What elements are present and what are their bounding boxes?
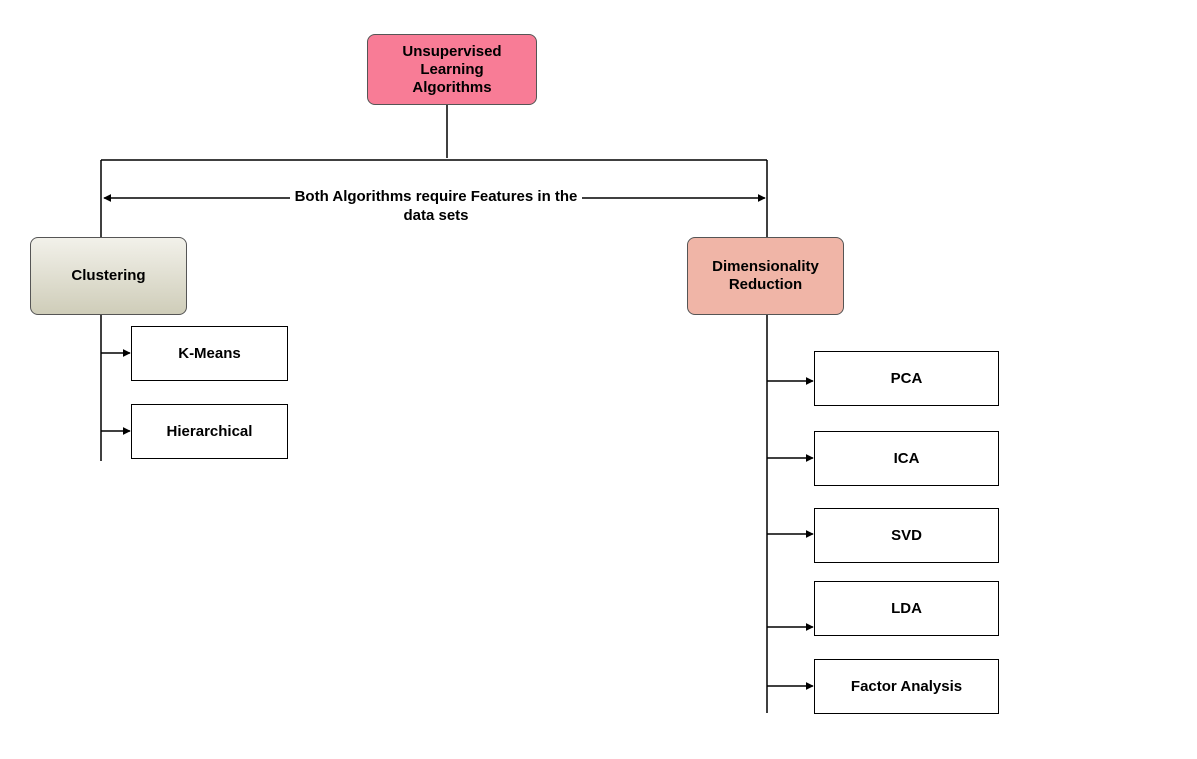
leaf-pca: PCA (814, 351, 999, 406)
leaf-label: PCA (890, 369, 923, 387)
leaf-label: Hierarchical (166, 422, 253, 440)
clustering-label: Clustering (71, 267, 146, 284)
leaf-hierarchical: Hierarchical (131, 404, 288, 459)
leaf-kmeans: K-Means (131, 326, 288, 381)
leaf-factor-analysis: Factor Analysis (814, 659, 999, 714)
dimensionality-reduction-node: Dimensionality Reduction (687, 237, 844, 315)
leaf-label: K-Means (178, 344, 241, 362)
root-node: Unsupervised Learning Algorithms (367, 34, 537, 105)
dimensionality-reduction-label: Dimensionality Reduction (712, 258, 819, 293)
leaf-ica: ICA (814, 431, 999, 486)
root-label: Unsupervised Learning Algorithms (402, 42, 502, 96)
leaf-svd: SVD (814, 508, 999, 563)
leaf-lda: LDA (814, 581, 999, 636)
leaf-label: LDA (891, 599, 922, 617)
clustering-node: Clustering (30, 237, 187, 315)
leaf-label: ICA (893, 449, 920, 467)
annotation-note: Both Algorithms require Features in the … (293, 187, 579, 225)
annotation-text: Both Algorithms require Features in the … (294, 188, 578, 224)
leaf-label: SVD (891, 526, 922, 544)
leaf-label: Factor Analysis (850, 677, 963, 695)
